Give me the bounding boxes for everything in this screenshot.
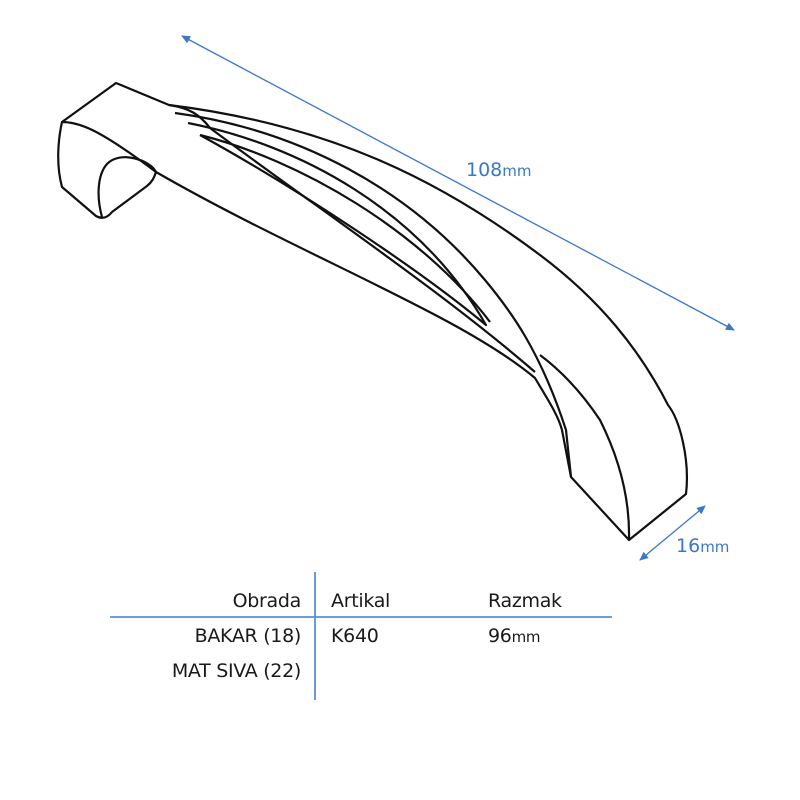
length-unit: mm [502, 162, 532, 180]
article-code: K640 [331, 625, 379, 647]
length-value: 108 [466, 159, 503, 181]
width-unit: mm [700, 538, 730, 556]
length-dimension-arrow [181, 35, 735, 331]
spacing-unit: mm [511, 628, 541, 646]
spacing-number: 96 [488, 625, 512, 647]
length-label: 108mm [466, 159, 532, 181]
width-label: 16mm [676, 535, 729, 557]
width-value: 16 [676, 535, 701, 557]
spacing-value: 96mm [488, 625, 540, 647]
width-dimension-arrow [639, 505, 706, 561]
header-artikal: Artikal [331, 590, 391, 612]
handle-outline [57, 81, 688, 542]
header-razmak: Razmak [488, 590, 562, 612]
finish-mat-siva: MAT SIVA (22) [171, 660, 301, 682]
finish-bakar: BAKAR (18) [194, 625, 302, 647]
header-obrada: Obrada [232, 590, 302, 612]
